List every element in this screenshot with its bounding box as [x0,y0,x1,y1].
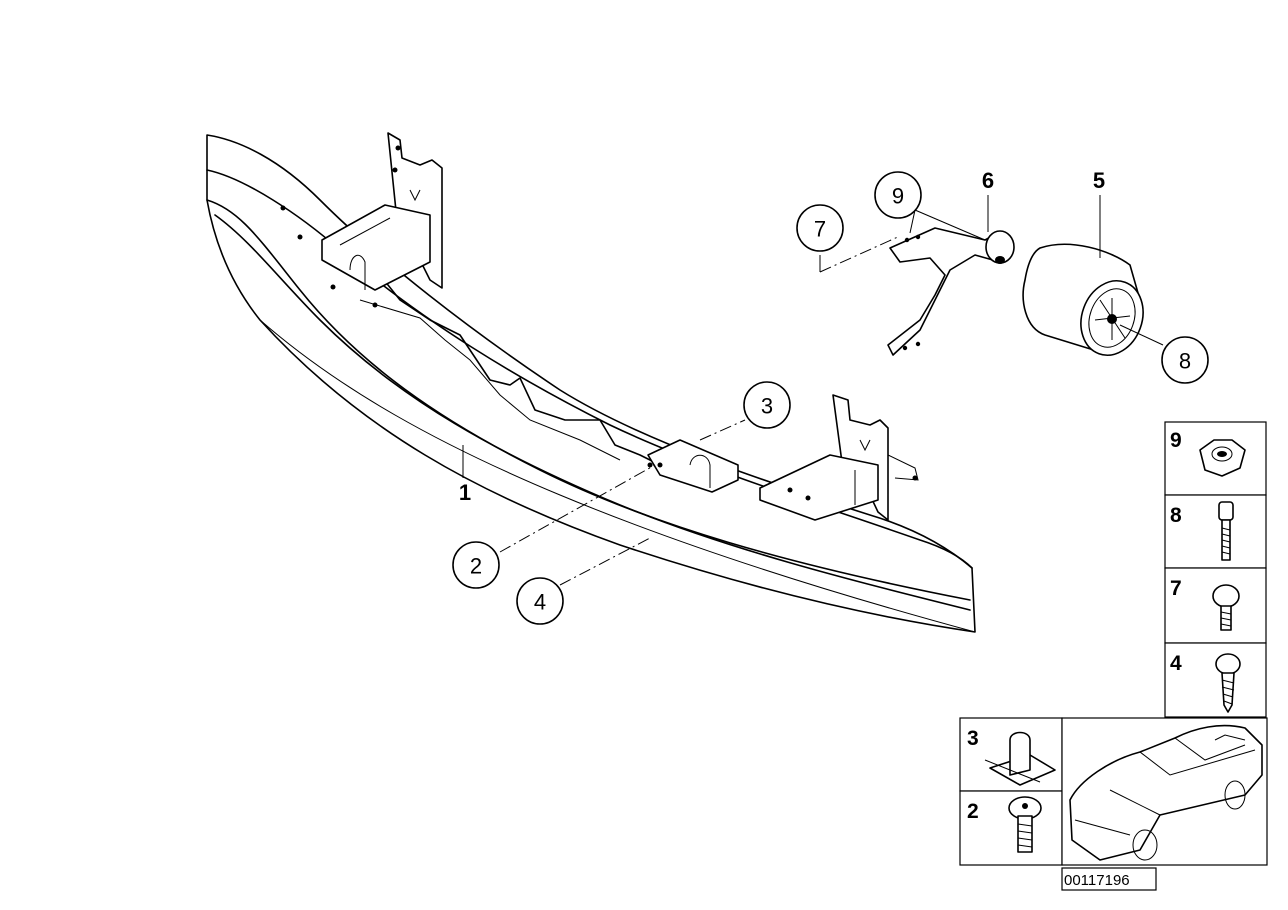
vehicle-overview-thumbnail [1061,717,1268,866]
hex-nut-icon [1199,439,1246,477]
svg-text:9: 9 [892,184,904,209]
legend-cell-7: 7 [1164,567,1267,644]
label-part-6: 6 [982,168,994,193]
svg-text:8: 8 [1179,349,1191,374]
center-tow-bracket [647,439,739,493]
flange-bolt-icon [1008,796,1042,853]
svg-text:4: 4 [1170,652,1182,675]
legend-cell-2: 2 [959,790,1063,866]
diagram-id-box: 00117196 [1061,867,1157,891]
car-outline-icon [1069,724,1263,861]
svg-text:00117196: 00117196 [1064,872,1130,889]
damper-bracket [887,227,1015,356]
callout-8: 8 [1161,336,1209,384]
legend-cell-8: 8 [1164,494,1267,569]
legend-cell-4: 4 [1164,642,1267,718]
callout-9: 9 [874,171,922,219]
svg-text:7: 7 [1170,577,1182,600]
svg-text:3: 3 [761,394,773,419]
label-part-5: 5 [1093,168,1105,193]
left-mounting-bracket [321,132,443,291]
label-part-1: 1 [459,480,471,505]
svg-text:7: 7 [814,217,826,242]
legend-cell-3: 3 [959,717,1063,792]
svg-text:4: 4 [534,590,546,615]
svg-text:2: 2 [470,554,482,579]
callout-2: 2 [452,541,500,589]
svg-text:3: 3 [967,727,979,750]
bumper-carrier [206,134,976,633]
clip-nut-icon [984,731,1056,786]
pan-head-screw-icon [1212,584,1240,631]
self-tapping-screw-icon [1215,653,1241,713]
leader-lines [462,195,1164,586]
right-mounting-bracket [759,394,919,521]
callout-4: 4 [516,577,564,625]
socket-head-bolt-icon [1218,501,1234,561]
legend-cell-9: 9 [1164,421,1267,496]
damper-cylinder [1022,243,1144,356]
callout-7: 7 [796,204,844,252]
svg-text:2: 2 [967,800,979,823]
svg-text:8: 8 [1170,504,1182,527]
svg-text:9: 9 [1170,429,1182,452]
callout-3: 3 [743,381,791,429]
